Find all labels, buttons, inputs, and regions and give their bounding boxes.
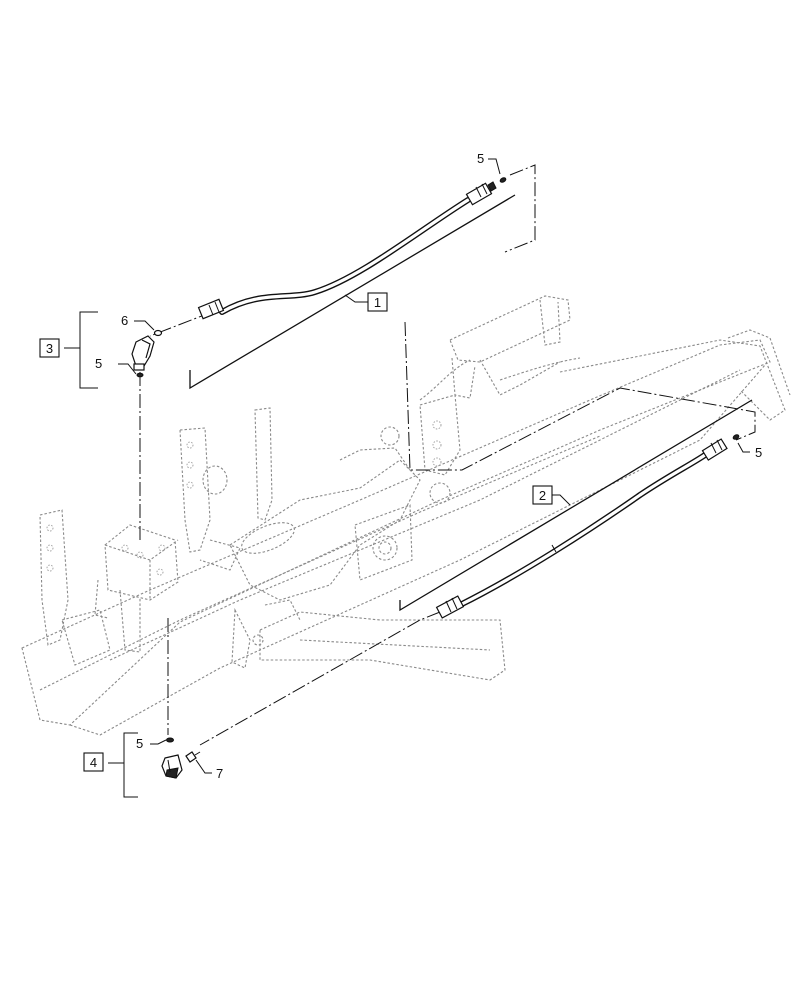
callout-5-right: 5 <box>755 445 762 460</box>
guide-line-hose-2 <box>399 399 753 612</box>
o-ring-5-mid[interactable] <box>136 372 144 378</box>
elbow-fitting[interactable] <box>131 335 155 371</box>
o-ring-5-right[interactable] <box>732 434 740 440</box>
o-ring-5-low[interactable] <box>166 737 174 743</box>
callout-box-2 <box>532 485 553 505</box>
hose-2[interactable] <box>435 438 728 619</box>
ghost-chassis <box>21 295 791 736</box>
callout-7: 7 <box>216 766 223 781</box>
callout-5-mid: 5 <box>95 356 102 371</box>
leader-lines <box>64 158 750 798</box>
o-ring-6[interactable] <box>153 329 163 337</box>
callout-3: 3 <box>46 341 53 356</box>
callout-5-top: 5 <box>477 151 484 166</box>
guide-line-hose-1 <box>189 194 516 390</box>
callout-box-3 <box>39 338 60 358</box>
callout-6: 6 <box>121 313 128 328</box>
callout-1: 1 <box>374 295 381 310</box>
hose-1[interactable] <box>197 181 497 320</box>
callout-2: 2 <box>539 488 546 503</box>
callout-5-low: 5 <box>136 736 143 751</box>
callout-4: 4 <box>90 755 97 770</box>
phantom-lines <box>139 164 756 746</box>
connector-fitting[interactable] <box>161 754 183 779</box>
plug-7[interactable] <box>185 751 201 763</box>
callout-box-1 <box>367 292 388 312</box>
callout-box-4 <box>83 752 104 772</box>
o-ring-5-top[interactable] <box>499 177 507 183</box>
